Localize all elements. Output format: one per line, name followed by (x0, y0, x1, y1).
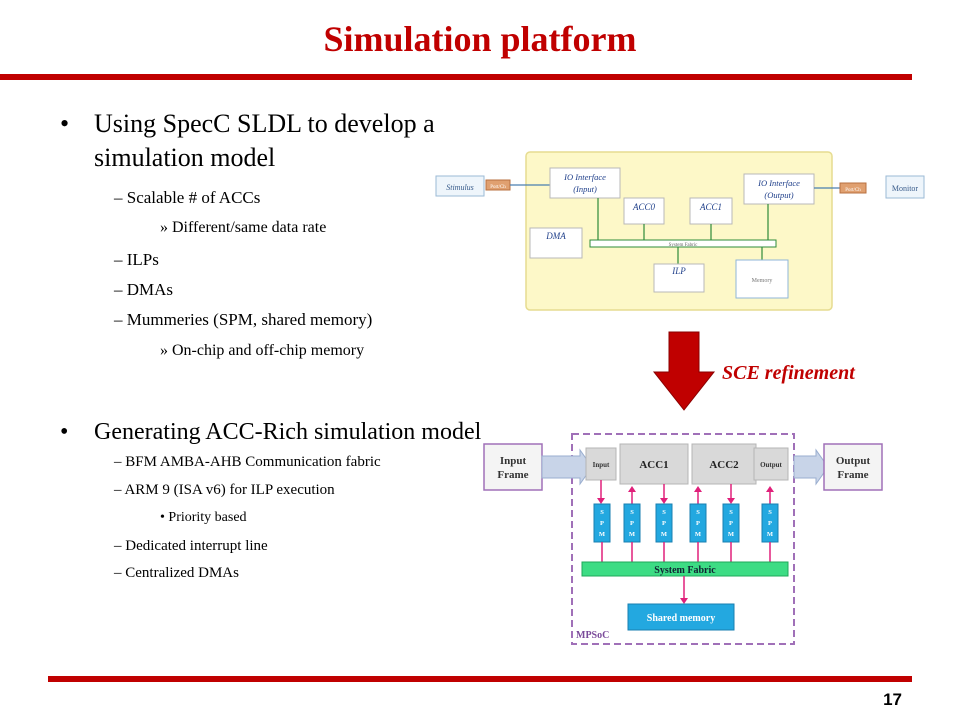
list-item-acc-rate: » Different/same data rate (160, 219, 327, 236)
svg-text:P: P (729, 520, 733, 527)
list-item-bfm: – BFM AMBA-AHB Communication fabric (114, 454, 381, 470)
acc1-label: ACC1 (699, 202, 722, 212)
list-item-memory: – Mummeries (SPM, shared memory) (114, 310, 373, 329)
svg-text:P: P (696, 520, 700, 527)
shared-memory-label: Shared memory (647, 613, 715, 624)
footer-divider (48, 676, 912, 682)
input-frame-box (483, 443, 543, 491)
list-item-irq: – Dedicated interrupt line (114, 538, 268, 554)
svg-text:S: S (768, 509, 772, 516)
input-block-label: Input (593, 461, 610, 469)
acc1-box (689, 197, 733, 225)
acc2-block (691, 443, 757, 485)
memory-box (735, 259, 789, 299)
acc2-block-label: ACC2 (709, 459, 739, 471)
acc1-block-label: ACC1 (639, 459, 668, 471)
memory-label: Memory (752, 278, 773, 284)
system-fabric-bus-label: System Fabric (654, 565, 716, 576)
io-output-label-1: IO Interface (757, 178, 800, 188)
svg-text:S: S (729, 509, 733, 516)
output-frame-label-1: Output (836, 455, 871, 467)
svg-text:M: M (629, 531, 635, 538)
acc0-label: ACC0 (632, 202, 656, 212)
list-item-acc: – Scalable # of ACCs (114, 188, 261, 207)
spm-column: S P M (761, 486, 779, 564)
ilp-box (653, 263, 705, 293)
list-item-dmas: – Centralized DMAs (114, 565, 239, 581)
ilp-label: ILP (671, 266, 686, 276)
output-frame-label-2: Frame (837, 469, 868, 481)
input-block (585, 447, 617, 481)
svg-text:P: P (630, 520, 634, 527)
monitor-label: Monitor (892, 184, 919, 193)
shared-memory-block (627, 603, 735, 631)
spm-column: S P M (722, 484, 740, 564)
port-in-label: Port/Ch (490, 185, 506, 190)
spm-column: S P M (655, 484, 673, 564)
io-input-label-2: (Input) (573, 184, 597, 194)
title-divider (0, 74, 912, 80)
port-out (839, 182, 867, 194)
svg-text:M: M (767, 531, 773, 538)
bottom-diagram: MPSoC Input Frame Input ACC1 ACC2 Output… (483, 433, 883, 645)
svg-text:S: S (630, 509, 634, 516)
io-input-box (549, 167, 621, 199)
slide-title: Simulation platform (323, 19, 637, 59)
svg-text:P: P (662, 520, 666, 527)
bullet-text-line2: simulation model (94, 143, 276, 172)
monitor-box (885, 175, 925, 199)
shared-memory-arrowhead (680, 598, 688, 604)
svg-text:M: M (661, 531, 667, 538)
bullet-text: Generating ACC-Rich simulation model (94, 419, 482, 445)
sce-refinement-label: SCE refinement (722, 362, 855, 384)
bullet-dot: • (60, 419, 69, 445)
svg-text:S: S (662, 509, 666, 516)
port-out-label: Port/Ch (845, 188, 861, 193)
input-flow-arrow (541, 448, 593, 486)
svg-text:M: M (728, 531, 734, 538)
list-item-dma: – DMAs (114, 280, 174, 299)
svg-text:S: S (600, 509, 604, 516)
acc0-box (623, 197, 665, 225)
io-output-label-2: (Output) (764, 190, 793, 200)
svg-text:M: M (695, 531, 701, 538)
dma-label: DMA (545, 231, 566, 241)
list-item-memory-sub: » On-chip and off-chip memory (160, 342, 365, 359)
input-frame-label-2: Frame (497, 469, 528, 481)
mpsoc-boundary (571, 433, 795, 645)
spm-column: S P M (623, 486, 641, 564)
stimulus-label: Stimulus (446, 183, 474, 192)
svg-text:P: P (600, 520, 604, 527)
spm-column: S P M (593, 480, 611, 564)
svg-text:S: S (696, 509, 700, 516)
spm-column: S P M (689, 486, 707, 564)
top-diagram: Stimulus Port/Ch IO Interface (Input) IO… (435, 151, 925, 311)
input-frame-label-1: Input (500, 455, 527, 467)
output-block (753, 447, 789, 481)
list-item-ilp: – ILPs (114, 250, 159, 269)
page-number: 17 (883, 690, 902, 709)
output-block-label: Output (760, 461, 782, 469)
refinement-arrow (652, 331, 716, 411)
stimulus-box (435, 175, 485, 197)
output-frame-box (823, 443, 883, 491)
io-input-label-1: IO Interface (563, 172, 606, 182)
list-item-arm-sub: • Priority based (160, 510, 247, 525)
system-fabric-bar (589, 239, 777, 248)
svg-text:P: P (768, 520, 772, 527)
bullet-text-line1: Using SpecC SLDL to develop a (94, 109, 435, 138)
svg-text:M: M (599, 531, 605, 538)
io-output-box (743, 173, 815, 205)
output-flow-arrow (793, 448, 829, 486)
bullet-dot: • (60, 109, 70, 138)
mpsoc-label: MPSoC (576, 630, 609, 641)
list-item-arm: – ARM 9 (ISA v6) for ILP execution (114, 482, 335, 498)
system-fabric-bus (581, 561, 789, 577)
system-fabric-label: System Fabric (669, 243, 699, 248)
dma-box (529, 227, 583, 259)
acc1-block (619, 443, 689, 485)
